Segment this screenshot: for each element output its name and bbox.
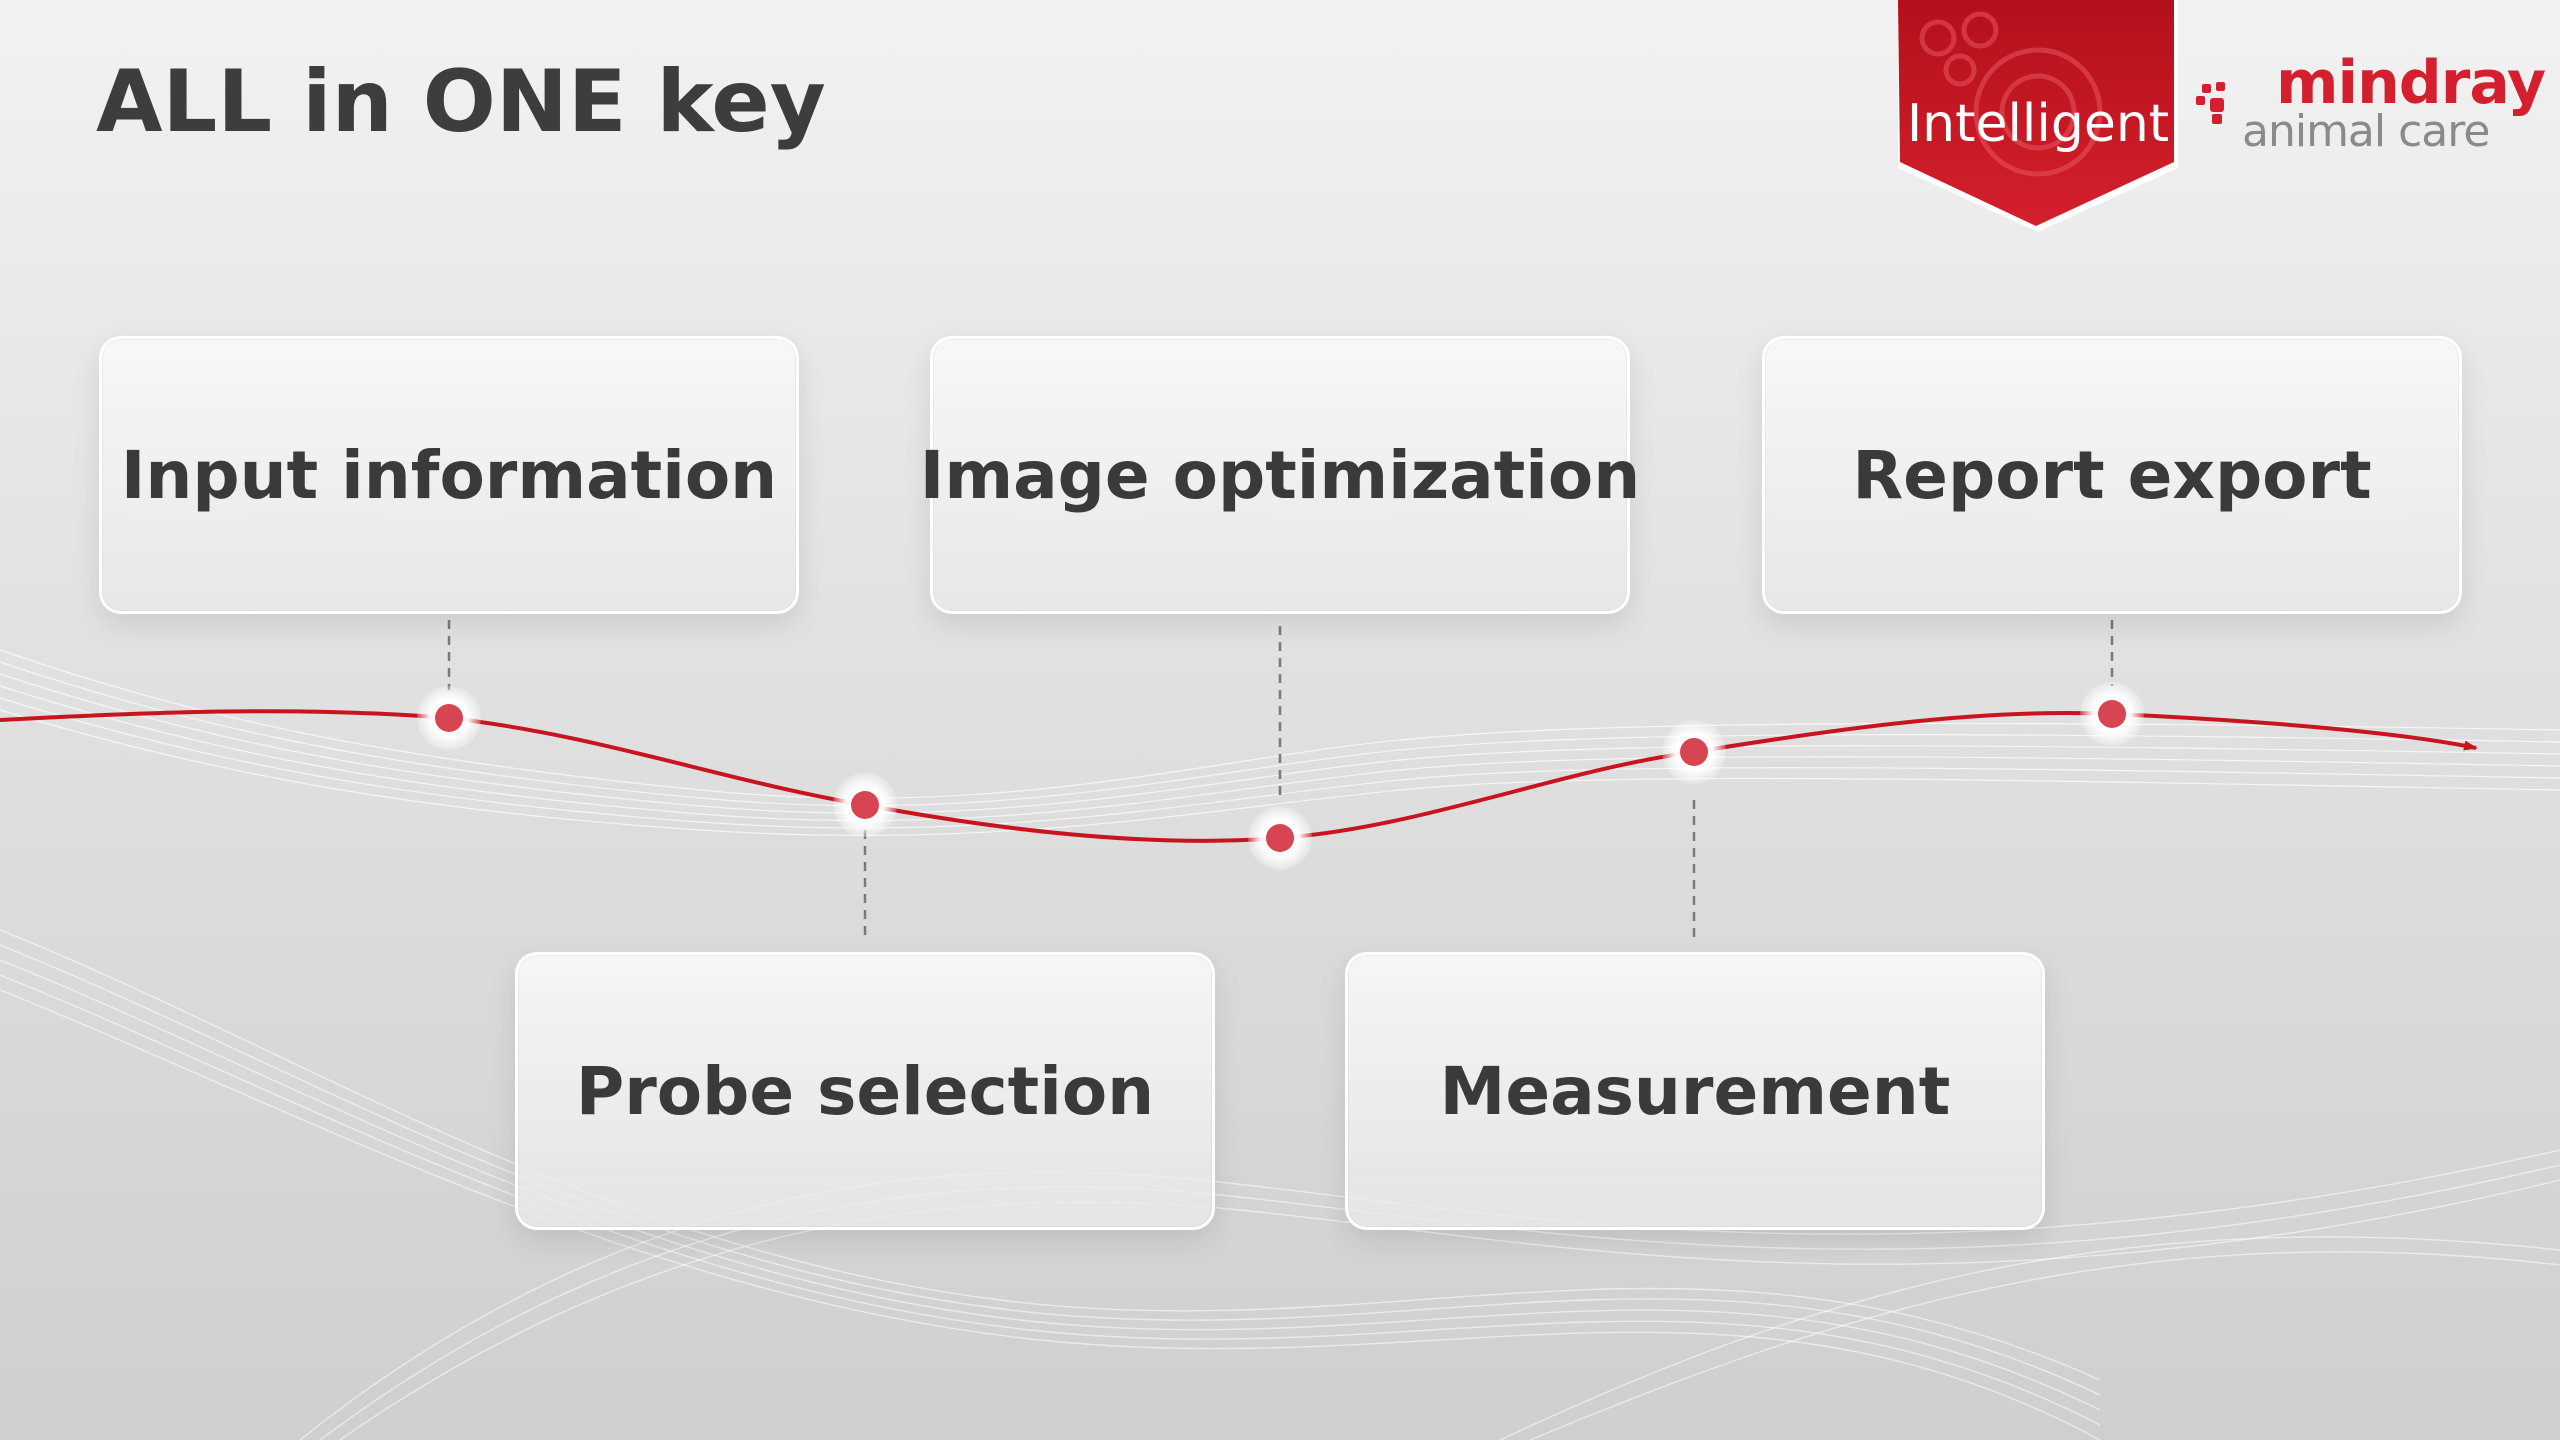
step-report-export: Report export [1762,336,2462,614]
step-label: Report export [1852,436,2372,514]
step-label: Input information [120,436,778,514]
step-input-information: Input information [99,336,799,614]
step-measurement: Measurement [1345,952,2045,1230]
intelligent-badge: Intelligent [1898,0,2178,236]
page-title: ALL in ONE key [96,52,826,152]
brand-name: mindray [2276,48,2546,118]
node-image-optimization [1248,806,1312,870]
step-label: Probe selection [575,1052,1155,1130]
mindray-logo: mindray animal care [2196,48,2546,158]
step-label: Image optimization [919,436,1641,514]
node-measurement [1662,720,1726,784]
node-input-information [417,686,481,750]
step-image-optimization: Image optimization [920,336,1640,614]
node-report-export [2080,682,2144,746]
paw-icon [2196,82,2225,124]
step-probe-selection: Probe selection [515,952,1215,1230]
step-label: Measurement [1439,1052,1951,1130]
brand-subtitle: animal care [2242,106,2490,157]
badge-shield-icon [1898,0,2178,232]
badge-label: Intelligent [1906,94,2170,154]
node-probe-selection [833,773,897,837]
